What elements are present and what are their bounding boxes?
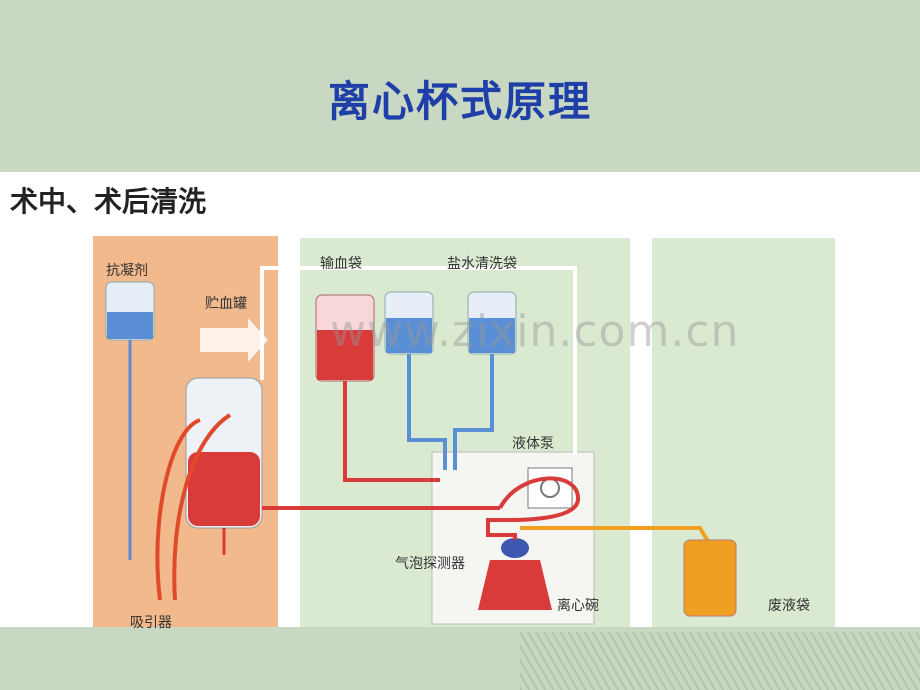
label-fluid-pump: 液体泵 — [512, 436, 554, 452]
label-centrifuge-bowl: 离心碗 — [557, 597, 599, 614]
saline-line — [407, 354, 447, 470]
label-anticoagulant: 抗凝剂 — [106, 263, 148, 279]
suction-line — [155, 418, 201, 601]
saline-fluid-1 — [386, 318, 432, 353]
fluid-pump — [527, 467, 573, 509]
reservoir-arrow — [200, 318, 268, 362]
transfusion-blood — [317, 330, 373, 380]
bowl-cap — [501, 538, 529, 558]
title-band — [0, 0, 920, 172]
label-bubble-detector: 气泡探测器 — [395, 556, 465, 572]
waste-bag — [683, 539, 737, 617]
label-saline-bag: 盐水清洗袋 — [447, 256, 517, 272]
bowl-line — [486, 518, 517, 540]
right-green-panel — [652, 238, 835, 627]
top-tube — [260, 266, 577, 455]
slide-subtitle: 术中、术后清洗 — [10, 185, 207, 218]
pump-loop — [498, 476, 581, 522]
label-transfusion-bag: 输血袋 — [320, 256, 362, 272]
reservoir-blood — [188, 452, 260, 526]
centrifuge-bowl — [478, 560, 552, 610]
anticoagulant-fluid — [107, 312, 153, 339]
label-reservoir: 贮血罐 — [205, 296, 247, 312]
suction-line-2 — [172, 413, 232, 601]
saline-line-2 — [453, 354, 494, 470]
bottom-band — [0, 627, 920, 690]
label-waste-bag: 废液袋 — [768, 598, 810, 614]
saline-fluid-2 — [469, 318, 515, 353]
label-suction: 吸引器 — [130, 615, 172, 631]
blood-return-line — [343, 381, 440, 482]
decorative-hatch — [520, 632, 920, 690]
watermark: www.zixin.com.cn — [330, 306, 740, 357]
slide-title: 离心杯式原理 — [327, 77, 592, 126]
